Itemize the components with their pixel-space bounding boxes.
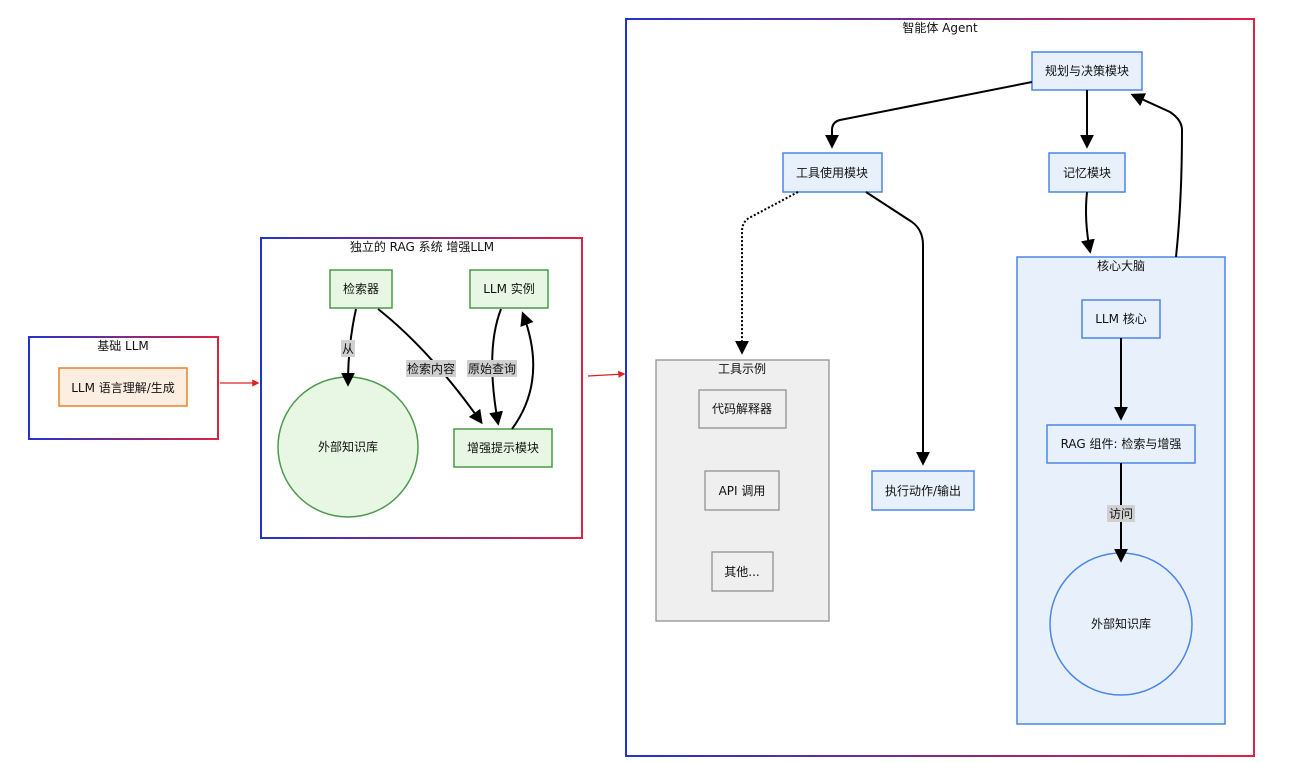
code-interpreter-node[interactable]: 代码解释器 xyxy=(698,389,787,429)
memory-label: 记忆模块 xyxy=(1063,166,1111,180)
llm-language-node[interactable]: LLM 语言理解/生成 xyxy=(58,367,188,407)
rag-component-label: RAG 组件: 检索与增强 xyxy=(1061,436,1182,451)
edge-label-retrieved-bg xyxy=(406,360,456,377)
api-call-node[interactable]: API 调用 xyxy=(704,470,780,511)
rag-system-container: 独立的 RAG 系统 增强LLM 检索器 LLM 实例 外部知识库 增强提示模块… xyxy=(260,237,583,539)
external-kb-agent-label: 外部知识库 xyxy=(1091,616,1151,631)
retriever-node[interactable]: 检索器 xyxy=(329,269,393,309)
edge-label-retrieved: 检索内容 xyxy=(407,361,455,376)
edge-label-access-bg xyxy=(1107,505,1135,522)
code-interpreter-label: 代码解释器 xyxy=(712,402,772,416)
edge-memory-to-brain xyxy=(1081,191,1095,254)
tool-use-node[interactable]: 工具使用模块 xyxy=(782,152,883,193)
retriever-label: 检索器 xyxy=(343,281,379,296)
edge-brain-to-planning xyxy=(1130,93,1184,258)
edge-label-query: 原始查询 xyxy=(468,362,516,376)
planning-node[interactable]: 规划与决策模块 xyxy=(1031,51,1143,91)
tool-examples-title: 工具示例 xyxy=(718,362,766,376)
memory-node[interactable]: 记忆模块 xyxy=(1048,152,1126,193)
external-kb-agent-node[interactable]: 外部知识库 xyxy=(1049,552,1193,696)
others-node[interactable]: 其他... xyxy=(711,551,774,592)
tool-use-label: 工具使用模块 xyxy=(796,165,868,180)
agent-title: 智能体 Agent xyxy=(902,20,978,35)
core-brain-container: 核心大脑 LLM 核心 RAG 组件: 检索与增强 外部知识库 访问 xyxy=(1016,256,1226,725)
base-llm-title: 基础 LLM xyxy=(97,339,149,353)
edge-planning-to-tool xyxy=(825,81,1033,149)
external-kb-rag-node[interactable]: 外部知识库 xyxy=(277,376,419,518)
prompt-enhance-node[interactable]: 增强提示模块 xyxy=(453,428,553,468)
llm-instance-label: LLM 实例 xyxy=(483,281,535,296)
edge-label-query-bg xyxy=(467,360,517,377)
llm-core-label: LLM 核心 xyxy=(1095,312,1147,326)
edge-llm-to-prompt xyxy=(489,308,503,426)
edge-tool-to-execute xyxy=(865,191,930,466)
edge-retriever-to-prompt xyxy=(377,308,483,425)
external-kb-rag-label: 外部知识库 xyxy=(318,439,378,454)
tool-examples-container: 工具示例 代码解释器 API 调用 其他... xyxy=(655,359,830,622)
llm-core-node[interactable]: LLM 核心 xyxy=(1081,299,1161,339)
api-call-label: API 调用 xyxy=(719,484,766,498)
llm-language-label: LLM 语言理解/生成 xyxy=(71,381,175,395)
rag-to-agent-connector xyxy=(587,370,626,378)
edge-label-from-bg xyxy=(341,340,355,357)
execute-output-node[interactable]: 执行动作/输出 xyxy=(871,470,975,511)
agent-container: 智能体 Agent 规划与决策模块 工具使用模块 记忆模块 核心大脑 LLM 核… xyxy=(625,18,1255,757)
others-label: 其他... xyxy=(724,565,759,579)
rag-system-title: 独立的 RAG 系统 增强LLM xyxy=(350,239,494,254)
prompt-enhance-label: 增强提示模块 xyxy=(467,440,539,455)
edge-label-from: 从 xyxy=(342,342,354,356)
edge-label-access: 访问 xyxy=(1109,507,1133,521)
core-brain-title: 核心大脑 xyxy=(1097,259,1145,273)
base-llm-container: 基础 LLM LLM 语言理解/生成 xyxy=(28,336,219,440)
llm-instance-node[interactable]: LLM 实例 xyxy=(469,269,549,309)
rag-component-node[interactable]: RAG 组件: 检索与增强 xyxy=(1046,424,1196,464)
execute-output-label: 执行动作/输出 xyxy=(885,483,961,498)
planning-label: 规划与决策模块 xyxy=(1045,63,1129,78)
edge-prompt-to-llm xyxy=(511,311,535,430)
